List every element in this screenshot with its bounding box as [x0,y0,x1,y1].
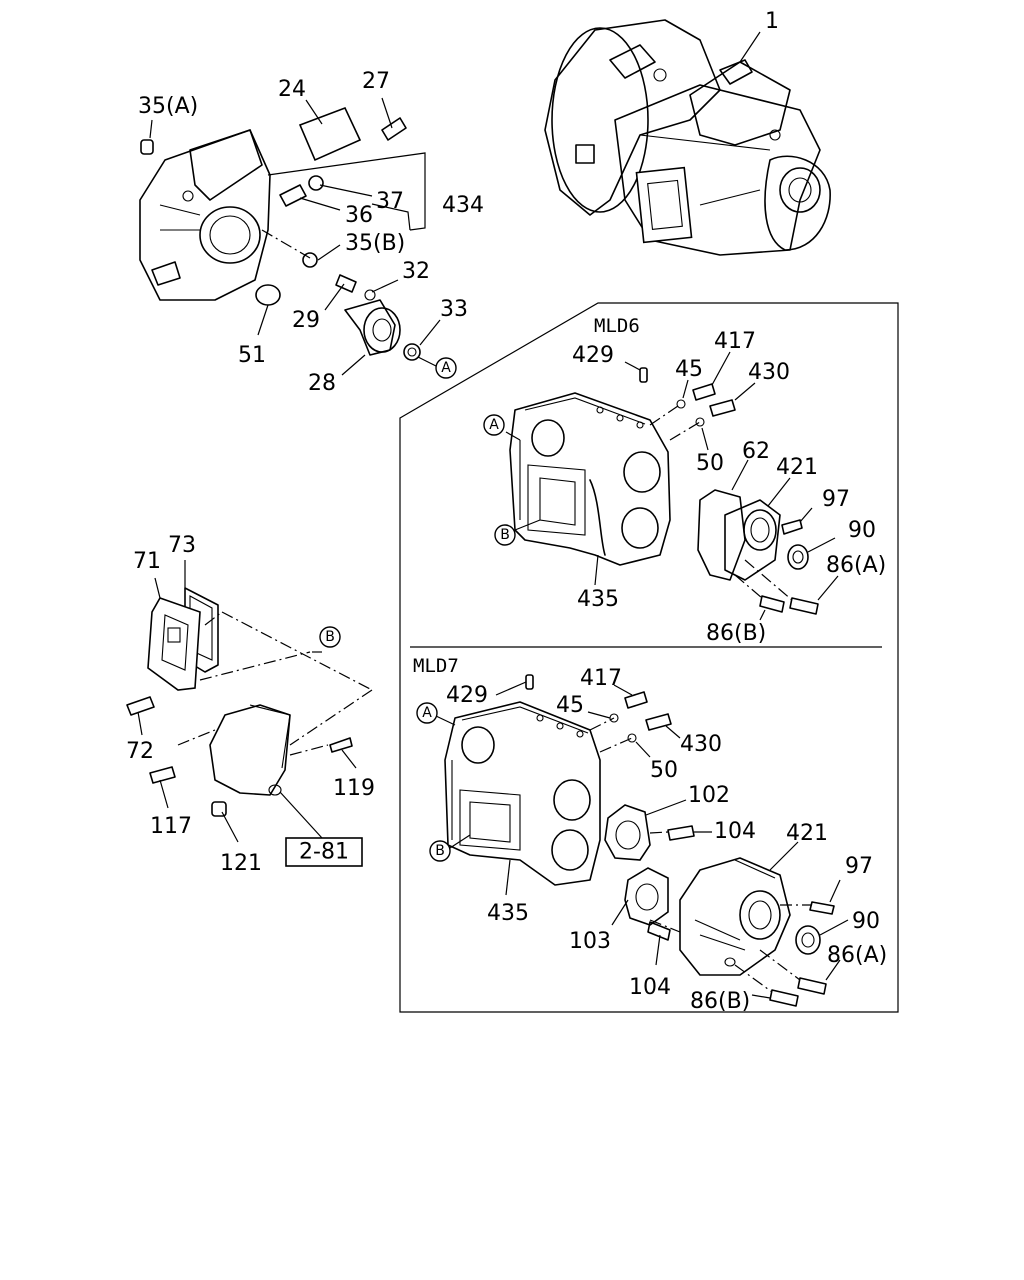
callout-mld6-435: 435 [577,587,619,612]
ref-circle-a-mld7: A [416,702,438,724]
callout-35b: 35(B) [345,231,405,256]
callout-119: 119 [333,776,375,801]
callout-24: 24 [278,77,306,102]
callout-mld7-104b: 104 [629,975,671,1000]
callout-mld6-421: 421 [776,455,818,480]
variant-frame [399,302,899,1013]
callout-36: 36 [345,203,373,228]
callout-mld7-429: 429 [446,683,488,708]
callout-mld7-103: 103 [569,929,611,954]
callout-33: 33 [440,297,468,322]
callout-mld7-102: 102 [688,783,730,808]
svg-text:A: A [422,705,432,721]
cover-assembly-drawing [126,560,373,843]
callout-mld6-429: 429 [572,343,614,368]
callout-mld6-90: 90 [848,518,876,543]
callout-mld6-45: 45 [675,357,703,382]
callout-27: 27 [362,69,390,94]
callout-mld7-435: 435 [487,901,529,926]
ref-circle-b-mld6: B [494,524,516,546]
callout-mld7-417: 417 [580,666,622,691]
callout-1: 1 [765,9,779,34]
callout-mld6-430: 430 [748,360,790,385]
callout-mld7-97: 97 [845,854,873,879]
ref-circle-a-mld6: A [483,414,505,436]
callout-37: 37 [376,189,404,214]
clutch-housing-drawing [139,31,761,376]
mld7-case-drawing [435,674,849,1007]
svg-text:B: B [500,527,510,543]
callout-121: 121 [220,851,262,876]
mld6-case-drawing [505,351,839,621]
ref-circle-b-mld7: B [429,840,451,862]
callout-434: 434 [442,193,484,218]
page-ref-box[interactable]: 2-81 [285,837,363,867]
page-ref-label: 2-81 [299,840,349,865]
callout-mld6-86b: 86(B) [706,621,766,646]
transmission-assembly-drawing [544,19,831,256]
callout-51: 51 [238,343,266,368]
callout-29: 29 [292,308,320,333]
callout-mld7-430: 430 [680,732,722,757]
callout-72: 72 [126,739,154,764]
section-label-mld6: MLD6 [594,315,640,337]
svg-text:A: A [489,417,499,433]
callout-mld7-86b: 86(B) [690,989,750,1014]
callout-mld7-104a: 104 [714,819,756,844]
callout-mld7-421: 421 [786,821,828,846]
callout-117: 117 [150,814,192,839]
callout-71: 71 [133,549,161,574]
callout-73: 73 [168,533,196,558]
callout-mld7-50: 50 [650,758,678,783]
callout-mld7-86a: 86(A) [827,943,887,968]
callout-mld6-417: 417 [714,329,756,354]
callout-mld6-50: 50 [696,451,724,476]
callout-mld6-62: 62 [742,439,770,464]
callout-mld7-45: 45 [556,693,584,718]
svg-text:B: B [325,629,335,645]
ref-circle-b-left: B [319,626,341,648]
callout-32: 32 [402,259,430,284]
callout-35a: 35(A) [138,94,198,119]
callout-28: 28 [308,371,336,396]
svg-text:A: A [441,360,451,376]
svg-text:B: B [435,843,445,859]
ref-circle-a-top: A [435,357,457,379]
section-label-mld7: MLD7 [413,655,459,677]
callout-mld7-90: 90 [852,909,880,934]
callout-mld6-97: 97 [822,487,850,512]
callout-mld6-86a: 86(A) [826,553,886,578]
